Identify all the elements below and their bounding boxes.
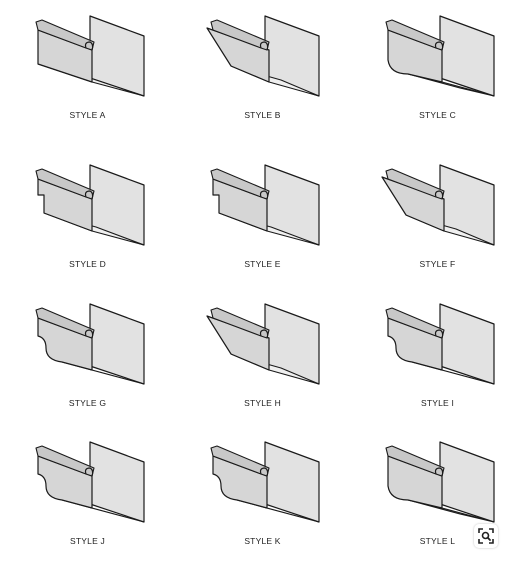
- gutter-back-wall: [439, 164, 495, 246]
- gutter-lip-curl: [84, 41, 94, 51]
- gutter-profile-drawing: [206, 303, 320, 385]
- visual-search-icon: [478, 528, 494, 544]
- gutter-style-b: STYLE B: [175, 6, 350, 149]
- style-label: STYLE A: [69, 110, 106, 120]
- gutter-lip-curl: [84, 329, 94, 339]
- gutter-style-k: STYLE K: [175, 432, 350, 575]
- gutter-front-face: [387, 317, 443, 371]
- gutter-profile-drawing: [385, 15, 495, 97]
- gutter-style-e: STYLE E: [175, 155, 350, 298]
- gutter-style-c: STYLE C: [350, 6, 525, 149]
- style-label: STYLE K: [244, 536, 281, 546]
- gutter-lip-curl: [434, 329, 444, 339]
- style-label: STYLE I: [420, 398, 455, 408]
- gutter-profile-drawing: [381, 164, 495, 246]
- gutter-profile-drawing: [35, 164, 145, 246]
- gutter-back-wall: [264, 303, 320, 385]
- gutter-style-i: STYLE I: [350, 294, 525, 437]
- gutter-style-j: STYLE J: [0, 432, 175, 575]
- gutter-profile-drawing: [210, 164, 320, 246]
- visual-search-button[interactable]: [474, 524, 498, 548]
- gutter-profile-drawing: [35, 441, 145, 523]
- gutter-style-f: STYLE F: [350, 155, 525, 298]
- style-label: STYLE G: [68, 398, 107, 408]
- gutter-style-g: STYLE G: [0, 294, 175, 437]
- gutter-style-a: STYLE A: [0, 6, 175, 149]
- gutter-profile-drawing: [385, 303, 495, 385]
- style-label: STYLE H: [244, 398, 281, 408]
- style-label: STYLE C: [419, 110, 456, 120]
- gutter-lip-curl: [259, 329, 269, 339]
- gutter-front-face: [387, 29, 443, 83]
- gutter-front-face: [37, 455, 93, 509]
- style-label: STYLE F: [419, 259, 456, 269]
- gutter-front-face: [387, 455, 443, 509]
- gutter-lip-curl: [84, 190, 94, 200]
- gutter-style-l: STYLE L: [350, 432, 525, 575]
- gutter-profile-drawing: [210, 441, 320, 523]
- gutter-lip-curl: [434, 190, 444, 200]
- style-label: STYLE E: [244, 259, 281, 269]
- style-label: STYLE J: [70, 536, 105, 546]
- gutter-lip-curl: [434, 41, 444, 51]
- gutter-lip-curl: [259, 41, 269, 51]
- style-label: STYLE L: [419, 536, 456, 546]
- gutter-lip-curl: [259, 190, 269, 200]
- gutter-profile-drawing: [206, 15, 320, 97]
- gutter-back-wall: [264, 15, 320, 97]
- gutter-profile-drawing: [35, 303, 145, 385]
- gutter-lip-curl: [434, 467, 444, 477]
- gutter-front-face: [212, 455, 268, 509]
- gutter-profile-drawing: [35, 15, 145, 97]
- gutter-style-d: STYLE D: [0, 155, 175, 298]
- gutter-lip-curl: [84, 467, 94, 477]
- gutter-profile-drawing: [385, 441, 495, 523]
- gutter-lip-curl: [259, 467, 269, 477]
- gutter-front-face: [37, 317, 93, 371]
- style-label: STYLE B: [244, 110, 281, 120]
- gutter-style-h: STYLE H: [175, 294, 350, 437]
- style-label: STYLE D: [69, 259, 106, 269]
